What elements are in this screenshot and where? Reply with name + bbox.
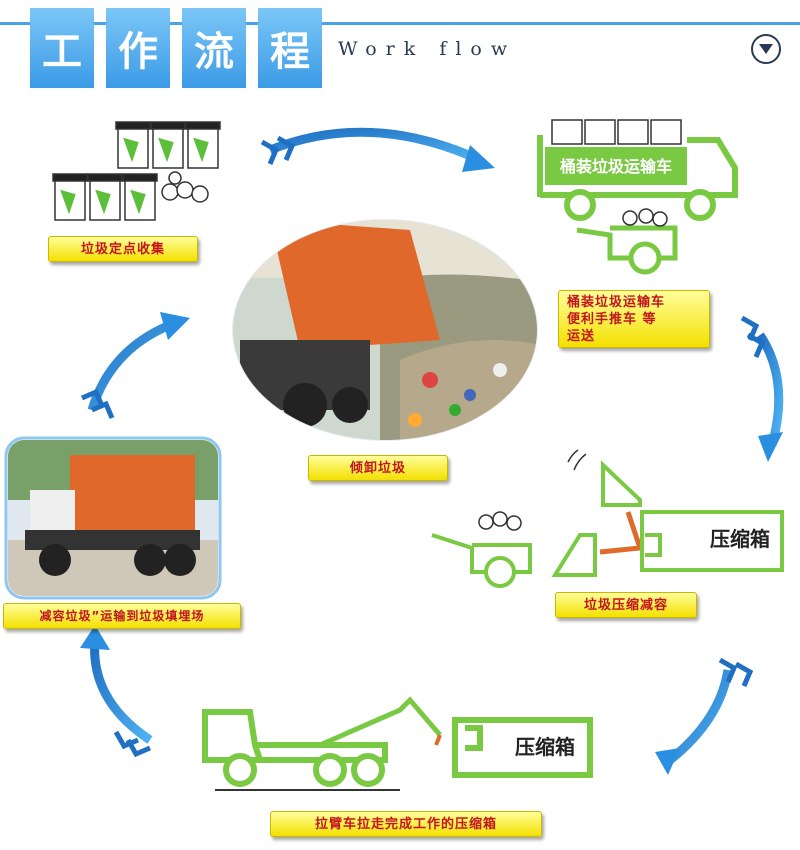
title-char-4: 程 [258,8,322,88]
motion-lines [567,449,587,471]
arrow-landfill-to-dump [81,312,190,419]
arrow-compress-to-haul [655,657,754,775]
hook-icon [434,734,442,746]
scroll-down-button[interactable] [751,34,781,64]
garbage-bins-illustration [52,121,221,221]
hook-lift-truck [202,696,593,787]
transport-line-1: 桶装垃圾运输车 [567,294,666,310]
bin-transport-truck [537,119,738,221]
step-dump-label: 倾卸垃圾 [308,455,448,481]
step-collect-label: 垃圾定点收集 [48,236,198,262]
step-compress-label: 垃圾压缩减容 [555,592,697,618]
hand-cart-illustration [576,208,678,275]
title-char-3: 流 [182,8,246,88]
header-rule [0,22,800,25]
arrow-collect-to-transport [260,127,495,172]
transport-line-2: 便利手推车 等 [567,311,657,327]
compression-station [431,460,784,588]
compressor-label-bottom: 压缩箱 [515,735,575,759]
title-char-1: 工 [30,8,94,88]
step-landfill-label: 减容垃圾”运输到垃圾填埋场 [3,603,241,629]
subtitle: Work flow [338,38,517,60]
arrow-transport-to-compress [740,315,784,462]
triangle-down-icon [759,44,773,54]
compressor-label: 压缩箱 [710,527,770,551]
step-transport-label: 桶装垃圾运输车 便利手推车 等 运送 [558,290,710,348]
title-char-2: 作 [106,8,170,88]
arrow-haul-to-landfill [80,625,153,758]
step-haul-label: 拉臂车拉走完成工作的压缩箱 [270,811,542,837]
transport-line-3: 运送 [567,328,596,344]
dump-photo [228,215,542,445]
landfill-truck-photo [4,436,222,600]
truck-banner: 桶装垃圾运输车 [560,157,672,176]
